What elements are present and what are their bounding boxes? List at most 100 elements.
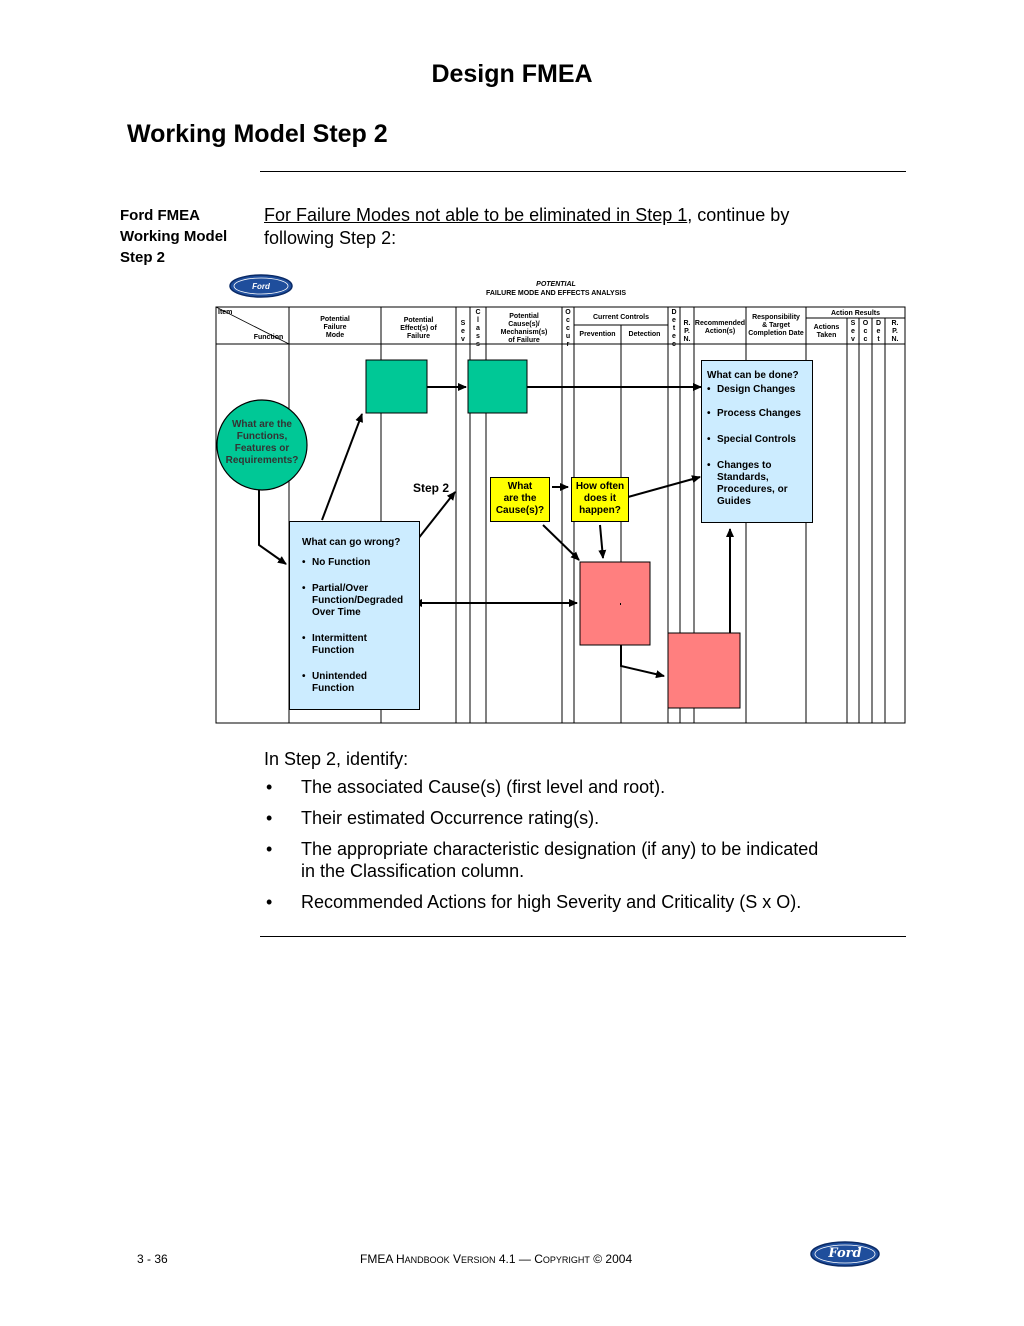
col-sev: S e v — [456, 320, 470, 344]
hdr-line: D — [671, 309, 677, 316]
bullet-line: The appropriate characteristic designati… — [301, 839, 819, 859]
yellow-cause-box: What are the Cause(s)? — [490, 477, 550, 522]
hdr-line: v — [851, 336, 855, 343]
col-detec: D e t e c — [668, 309, 680, 349]
footer-part: ANDBOOK — [404, 1255, 450, 1265]
done-item-line: Process Changes — [717, 408, 801, 419]
hdr-line: Mechanism(s) — [500, 329, 548, 336]
hdr-line: Responsibility — [752, 314, 800, 321]
hdr-line: e — [876, 328, 881, 335]
footer-part: OPYRIGHT — [542, 1255, 590, 1265]
col-res-det: D e t — [872, 320, 885, 344]
arrow-occur-to-prevention — [598, 524, 607, 559]
intro-paragraph: For Failure Modes not able to be elimina… — [264, 204, 894, 250]
hdr-line: & Target — [762, 322, 790, 329]
done-item-line: Guides — [717, 496, 751, 507]
fmea-form-svg — [215, 274, 906, 724]
col-res-occ: O c c — [859, 320, 872, 344]
step2-bullet: •The appropriate characteristic designat… — [264, 838, 904, 882]
col-rpn: R. P. N. — [680, 320, 694, 344]
done-item-line: Special Controls — [717, 434, 796, 445]
hdr-line: a — [476, 325, 480, 332]
form-title-potential: POTENTIAL — [536, 281, 576, 288]
hdr-line: Action(s) — [704, 328, 736, 335]
hdr-line: D — [875, 320, 882, 327]
hdr-line: e — [672, 333, 676, 340]
hdr-line: C — [475, 309, 481, 316]
ford-logo-icon — [229, 274, 293, 298]
bullet-line: The associated Cause(s) (first level and… — [301, 777, 666, 797]
wrong-item-line: Function — [312, 645, 355, 656]
wrong-item-line: Intermittent — [312, 633, 367, 644]
hdr-line: R. — [683, 320, 691, 327]
wrong-item-line: Function — [312, 683, 355, 694]
wrong-box-title: What can go wrong? — [302, 537, 401, 548]
footer-part: 4.1 — C — [495, 1252, 543, 1266]
done-item-line: Design Changes — [717, 384, 796, 395]
hdr-line: t — [877, 336, 880, 343]
step2-intro: In Step 2, identify: — [264, 749, 409, 769]
hdr-line: Actions — [813, 324, 840, 331]
hdr-line: c — [863, 328, 868, 335]
hdr-line: S — [460, 320, 466, 327]
col-actions-taken: Actions Taken — [806, 324, 847, 340]
green-cause-box — [467, 359, 528, 414]
hdr-line: c — [672, 341, 676, 348]
footer-ford-logo: Ford — [809, 1240, 881, 1268]
wrong-item-line: Partial/Over — [312, 583, 369, 594]
arrow-occur-to-actions — [627, 475, 701, 498]
page-number: 3 - 36 — [137, 1252, 168, 1266]
sidebar-line: Ford FMEA — [120, 207, 200, 224]
done-box-title: What can be done? — [707, 370, 799, 381]
col-failure-mode: Potential Failure Mode — [289, 316, 381, 340]
footer-logo-text: Ford — [828, 1246, 862, 1261]
circle-line: What are the — [231, 419, 292, 430]
hdr-line: t — [672, 325, 676, 332]
hdr-line: Recommended — [694, 320, 746, 327]
hdr-line: O — [565, 309, 571, 316]
document-title: Design FMEA — [431, 60, 593, 88]
bullet-line: in the Classification column. — [301, 861, 525, 881]
sidebar-line: Step 2 — [120, 249, 166, 266]
box-line: What — [507, 481, 533, 492]
col-current-controls: Current Controls — [593, 314, 649, 321]
col-occur: O c c u r — [562, 309, 574, 349]
hdr-line: S — [850, 320, 856, 327]
hdr-line: v — [461, 336, 465, 343]
ford-logo-text: Ford — [252, 282, 270, 291]
green-failure-mode-box — [365, 359, 428, 414]
col-prevention: Prevention — [579, 331, 616, 338]
done-item-line: Procedures, or — [717, 484, 788, 495]
bullet-line: Recommended Actions for high Severity an… — [301, 892, 802, 912]
wrong-item: •No Function — [302, 557, 419, 569]
wrong-item-line: Over Time — [312, 607, 361, 618]
hdr-line: e — [461, 328, 465, 335]
done-item-line: Standards, — [717, 472, 769, 483]
col-recommended: Recommended Action(s) — [694, 320, 746, 336]
hdr-line: l — [477, 317, 479, 324]
what-can-go-wrong-box: What can go wrong? •No Function •Partial… — [289, 521, 420, 710]
hdr-line: s — [476, 333, 480, 340]
hdr-line: s — [476, 341, 480, 348]
col-effects: Potential Effect(s) of Failure — [381, 317, 456, 341]
col-class: C l a s s — [470, 309, 486, 349]
col-res-rpn: R. P. N. — [885, 320, 905, 344]
hdr-line: Potential — [509, 313, 539, 320]
intro-underlined: For Failure Modes not able to be elimina… — [264, 205, 688, 225]
done-item: •Process Changes — [707, 408, 812, 420]
box-line: happen? — [579, 505, 621, 516]
col-responsibility: Responsibility & Target Completion Date — [746, 314, 806, 338]
ford-logo-icon — [810, 1241, 880, 1267]
hdr-line: c — [863, 336, 868, 343]
footer-copyright: FMEA HANDBOOK VERSION 4.1 — COPYRIGHT © … — [360, 1252, 632, 1266]
section-title: Working Model Step 2 — [127, 120, 388, 148]
fmea-form-figure: POTENTIAL FAILURE MODE AND EFFECTS ANALY… — [215, 274, 906, 724]
hdr-line: e — [672, 317, 676, 324]
done-item: •Special Controls — [707, 434, 812, 446]
box-line: How often — [575, 481, 625, 492]
hdr-line: u — [565, 333, 571, 340]
hdr-line: Mode — [325, 332, 345, 339]
footer-part: V — [449, 1252, 462, 1266]
